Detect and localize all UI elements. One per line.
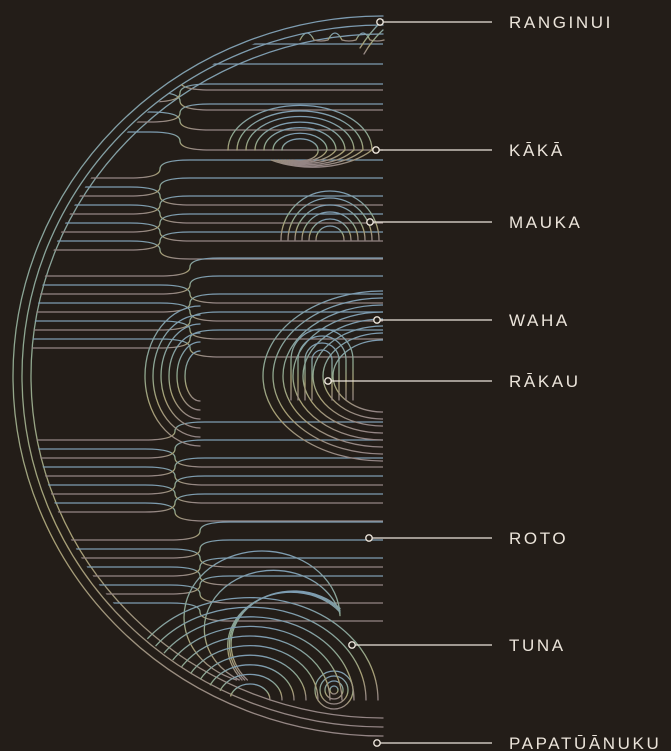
leader-dot-rakau [325,378,331,384]
label-mauka: MAUKA [367,213,583,232]
tuna-eye-ring [315,671,353,709]
label-waha: WAHA [374,311,570,330]
wave-band-line [20,522,383,540]
label-text-tuna: TUNA [509,636,566,655]
wave-band-lines [20,44,383,621]
wave-band-line [20,84,383,102]
mauka-loop [316,226,344,240]
tuna-eye-ring [320,676,348,704]
label-roto: ROTO [366,529,568,548]
wave-band-line [20,104,383,122]
wave-band-line [20,258,383,276]
tuna-wave-arc [182,646,318,700]
tuna-eel-motif [122,551,378,709]
leader-dot-kaka [373,147,379,153]
tuna-wave-arc [218,674,282,700]
label-tuna: TUNA [349,636,566,655]
tuna-body-ring [184,551,340,680]
waha-inner-arc [185,351,200,401]
waha-mouth-motif [145,291,383,461]
label-text-waha: WAHA [509,311,570,330]
leader-dot-ranginui [377,19,383,25]
wave-band-line [20,92,383,110]
leader-dot-papatuanuku [374,740,380,746]
kaka-spiral-ring [273,133,327,161]
tuna-eye-ring [330,686,338,694]
label-ranginui: RANGINUI [377,13,613,32]
label-text-kaka: KĀKĀ [509,141,565,160]
leader-dot-mauka [367,219,373,225]
wave-band-line [20,540,383,558]
wave-band-line [20,44,383,62]
tuna-wave-arc [146,617,354,700]
outer-rim-arc [31,34,383,718]
koru-half-circle-artwork [13,16,384,736]
wave-band-line [20,132,383,150]
mauka-loop [309,219,351,240]
wave-band-line [20,72,383,90]
leader-dot-tuna [349,642,355,648]
label-papatuanuku: PAPATŪĀNUKU [374,734,662,751]
kaka-spiral-motif [228,105,372,167]
kaka-spiral-ring [246,117,354,165]
leader-dot-roto [366,535,372,541]
label-rakau: RĀKAU [325,372,581,391]
label-text-ranginui: RANGINUI [509,13,613,32]
label-text-mauka: MAUKA [509,213,582,232]
label-kaka: KĀKĀ [373,141,565,160]
wave-band-line [20,422,383,440]
waha-arc [303,319,383,433]
label-text-rakau: RĀKAU [509,372,581,391]
label-text-papatuanuku: PAPATŪĀNUKU [509,734,661,751]
label-text-roto: ROTO [509,529,568,548]
leader-dot-waha [374,317,380,323]
